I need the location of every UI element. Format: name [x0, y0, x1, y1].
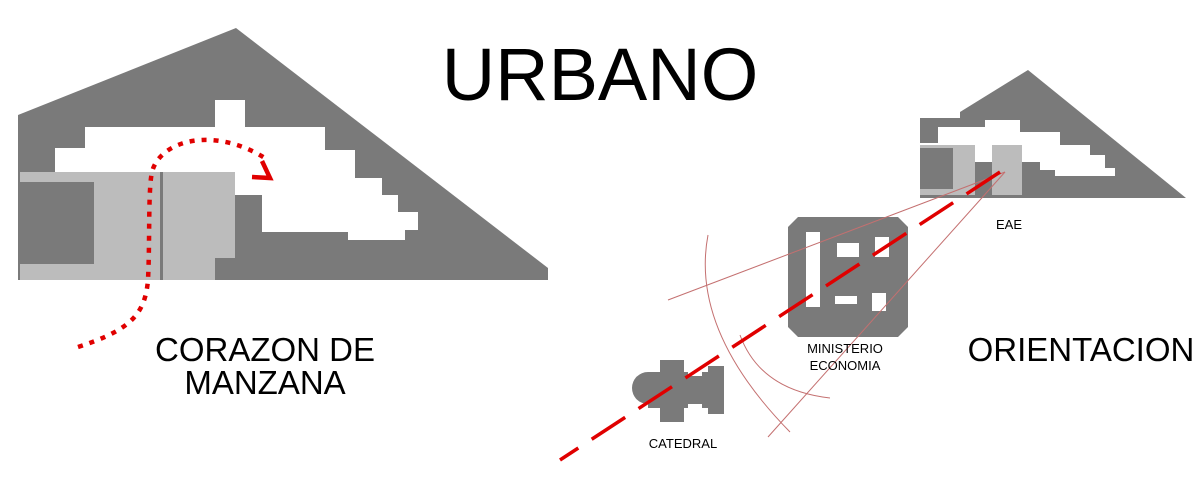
- orientacion-label: ORIENTACION: [968, 331, 1195, 368]
- sightline-upper: [667, 171, 1006, 301]
- ministerio-void-left: [806, 232, 820, 307]
- annex-dark-left: [20, 182, 94, 264]
- block-courtyard: [55, 100, 418, 240]
- catedral-building-plan: [632, 360, 724, 422]
- corazon-label-line1: CORAZON DE: [155, 331, 375, 368]
- orientation-axis: [559, 170, 1001, 462]
- arrowhead-icon: [251, 160, 274, 181]
- city-block-plan: [18, 28, 548, 280]
- ministerio-label-line2: ECONOMIA: [810, 358, 881, 373]
- sightlines: [667, 171, 1006, 438]
- sightline-arc-inner: [739, 334, 831, 399]
- catedral-notch-2: [688, 404, 702, 410]
- corazon-label-line2: MANZANA: [184, 364, 345, 401]
- ministerio-void-3: [835, 296, 857, 304]
- catedral-front: [708, 366, 724, 414]
- ministerio-void-4: [872, 293, 886, 311]
- sightline-arc-outer: [704, 234, 791, 433]
- diagram-title: URBANO: [442, 33, 759, 116]
- annex-light-center: [163, 172, 235, 280]
- ministerio-building-plan: [788, 217, 908, 337]
- eae-annex-dark-left: [920, 148, 953, 189]
- eae-annex-light-center: [992, 145, 1022, 195]
- passage-route-arrow: [77, 137, 270, 350]
- eae-label: EAE: [996, 217, 1022, 232]
- ministerio-label-line1: MINISTERIO: [807, 341, 883, 356]
- eae-building-plan: [920, 70, 1186, 198]
- sightline-lower: [767, 171, 1006, 438]
- catedral-label: CATEDRAL: [649, 436, 717, 451]
- ministerio-void-1: [837, 243, 859, 257]
